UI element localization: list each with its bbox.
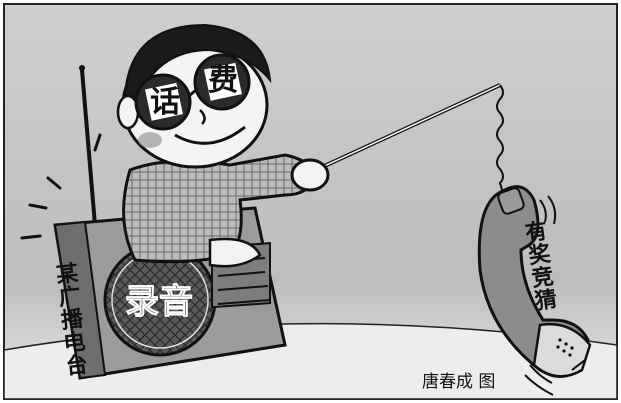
man	[116, 23, 330, 268]
antenna	[80, 69, 97, 226]
glasses-left-text: 话	[150, 85, 180, 120]
motion-lines	[20, 133, 102, 240]
glasses-right-text: 费	[208, 63, 238, 98]
radio-recording-label: 录音	[125, 282, 194, 322]
fishing-line	[496, 84, 504, 194]
telephone-handset	[477, 185, 592, 396]
artist-credit: 唐春成 图	[422, 372, 496, 392]
